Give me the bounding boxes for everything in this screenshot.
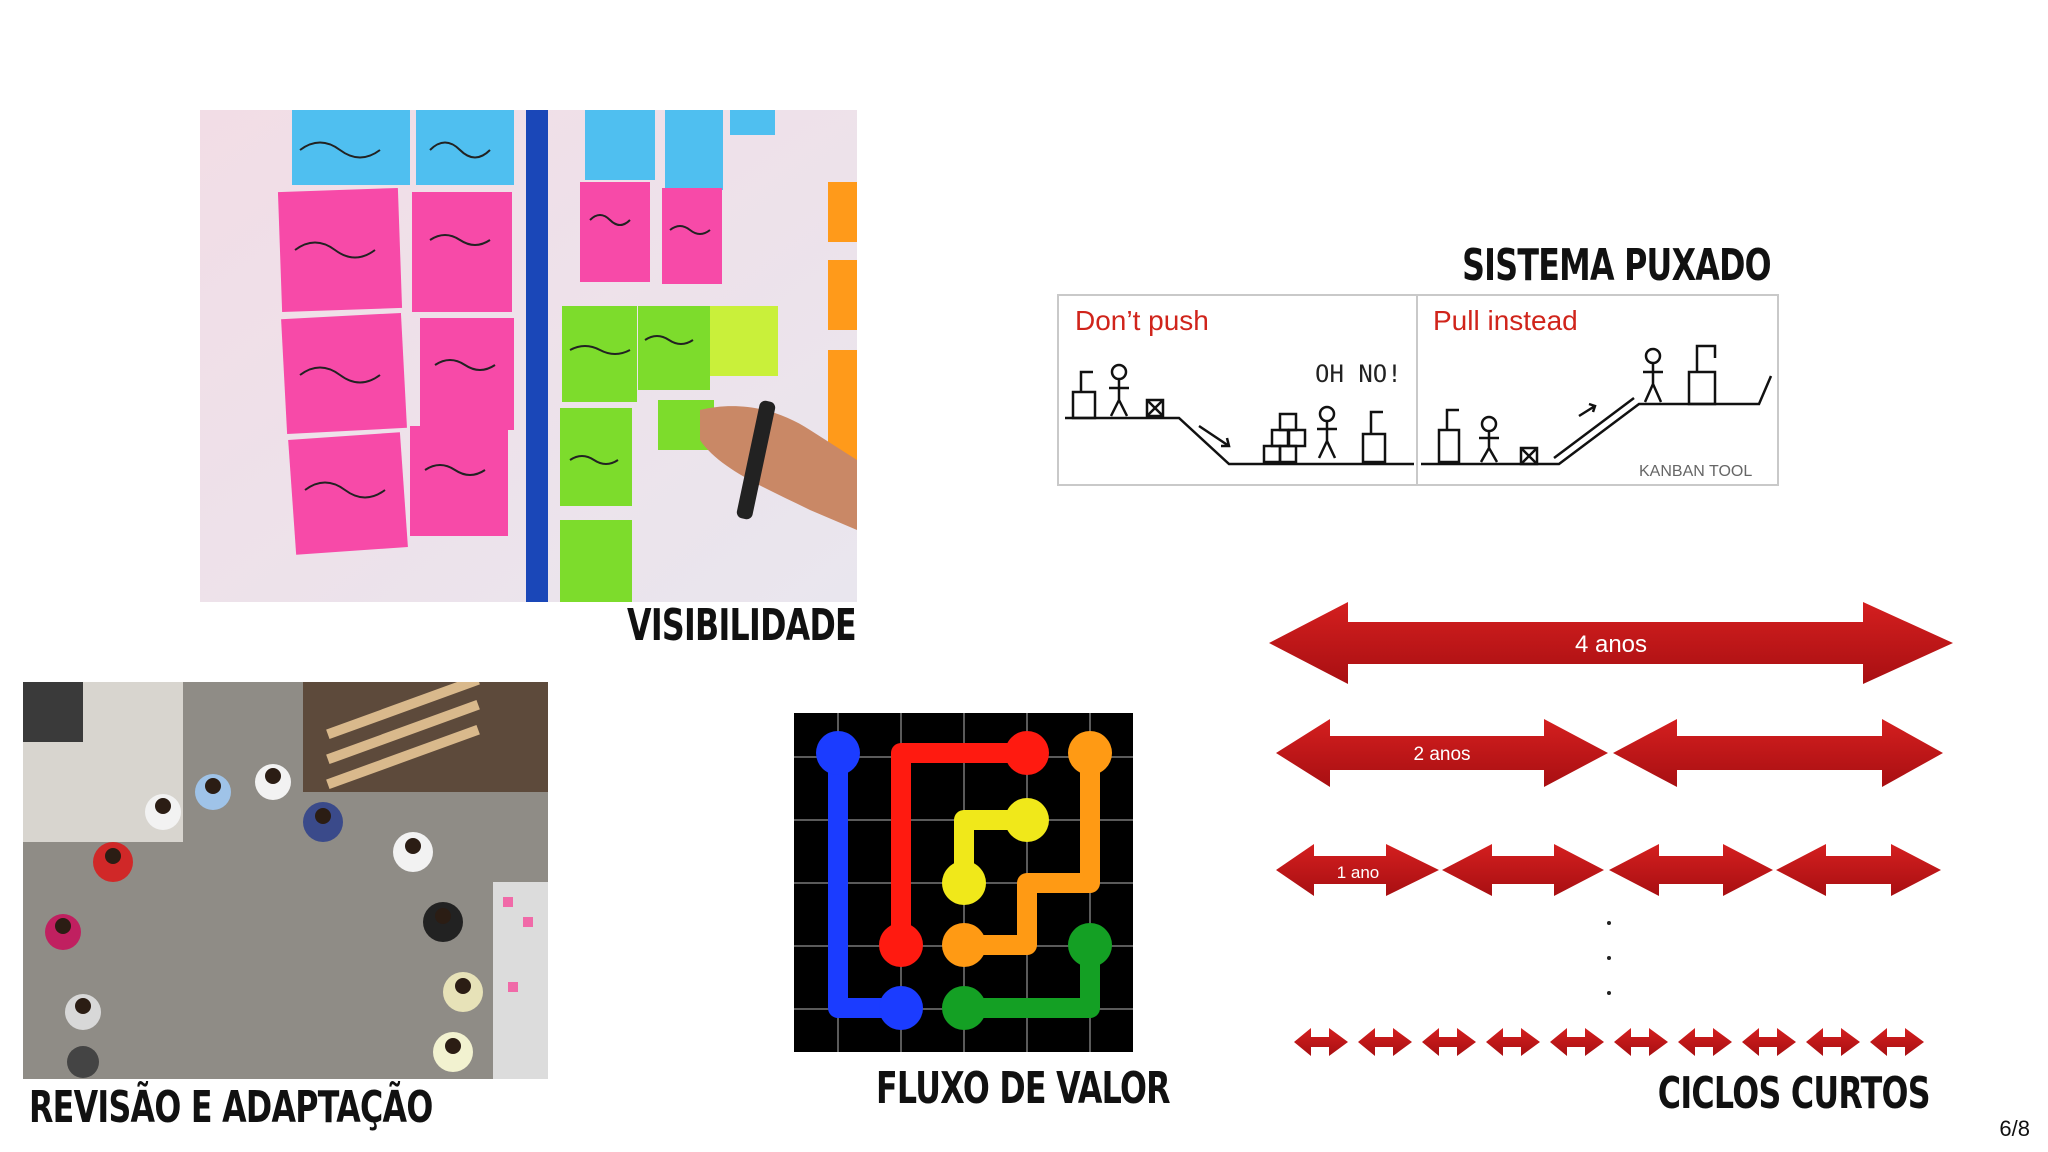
caption-visibilidade: VISIBILIDADE [627, 600, 857, 651]
ellipsis-dots [1607, 921, 1611, 995]
short-cycles-diagram: 4 anos 2 anos 1 ano [1266, 596, 1956, 1066]
push-vs-pull-comic: Don’t push Pull instead OH NO! KANBAN TO… [1057, 294, 1779, 486]
standup-meeting-photo [23, 682, 548, 1079]
label-1-ano: 1 ano [1337, 863, 1380, 882]
caption-sistema-puxado: SISTEMA PUXADO [1462, 240, 1771, 291]
dont-push-title: Don’t push [1075, 305, 1209, 336]
oh-no-text: OH NO! [1315, 360, 1402, 388]
page-indicator: 6/8 [1999, 1116, 2030, 1141]
caption-fluxo-valor: FLUXO DE VALOR [876, 1063, 1171, 1114]
sticky-notes-photo [200, 110, 857, 602]
label-2-anos: 2 anos [1413, 744, 1470, 765]
label-4-anos: 4 anos [1575, 631, 1647, 658]
caption-revisao-adaptacao: REVISÃO E ADAPTAÇÃO [29, 1082, 433, 1133]
kanban-tool-watermark: KANBAN TOOL [1639, 463, 1752, 480]
flow-puzzle-image [794, 713, 1133, 1052]
pull-instead-title: Pull instead [1433, 305, 1578, 336]
caption-ciclos-curtos: CICLOS CURTOS [1657, 1068, 1931, 1119]
